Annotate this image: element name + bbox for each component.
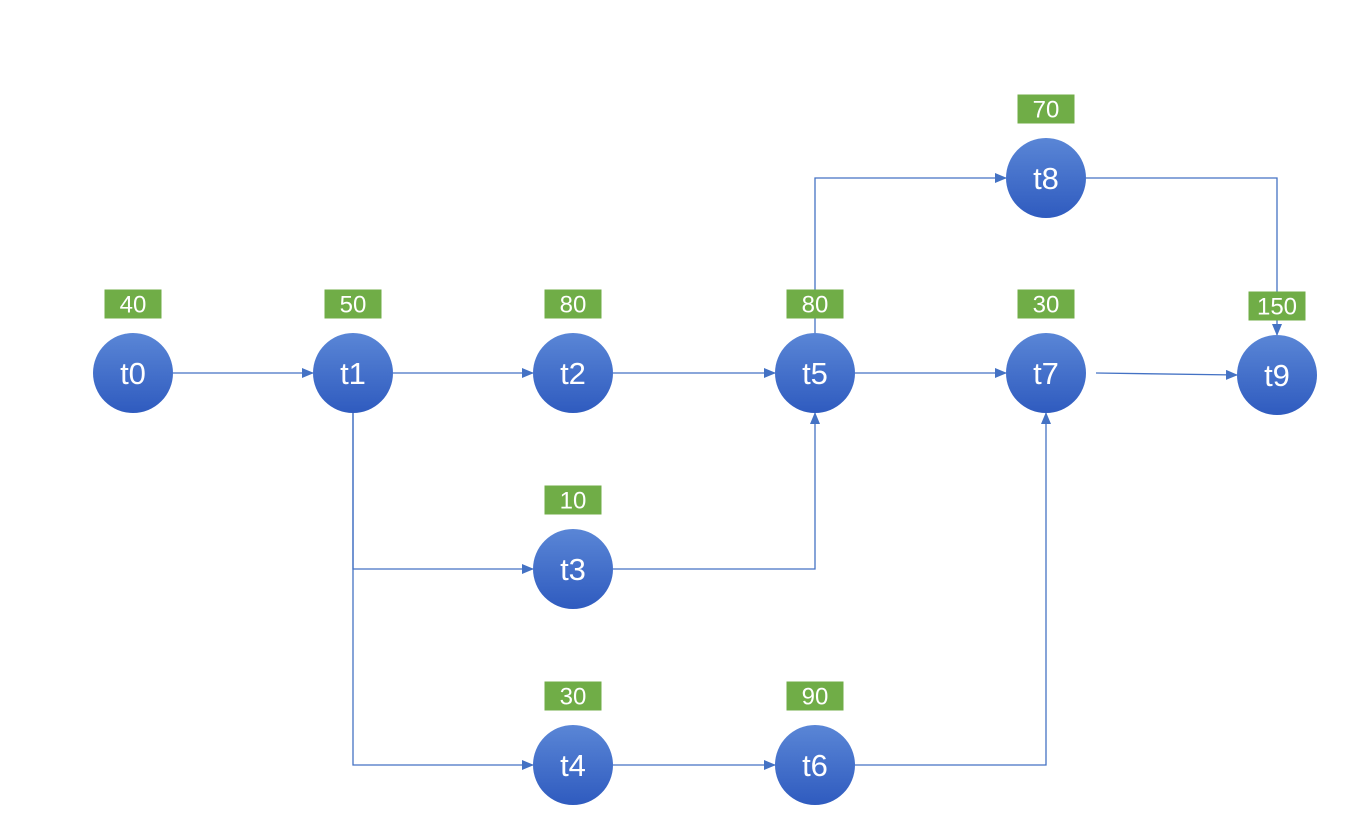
node-circle-t6[interactable] [775,725,855,805]
edge-t7-t9 [1095,369,1238,380]
edge-t1-t3 [352,413,534,574]
node-t8[interactable]: 70 t8 [1006,94,1086,219]
nodes-layer: 40 t0 50 t1 80 t2 10 t3 30 t4 80 t5 90 t6 30 t7 70 t8 150 t… [93,94,1317,806]
node-t9[interactable]: 150 t9 [1237,291,1317,416]
edges-layer [173,173,1282,770]
edge-t1-t4 [352,413,534,770]
weight-label-t1: 50 [340,292,367,319]
node-label-t2: t2 [560,356,586,391]
node-circle-t4[interactable] [533,725,613,805]
weight-label-t6: 90 [802,684,829,711]
node-label-t9: t9 [1264,358,1290,393]
weight-box-t9 [1248,291,1306,321]
node-circle-t7[interactable] [1006,333,1086,413]
weight-box-t0 [104,289,162,319]
node-t5[interactable]: 80 t5 [775,289,855,414]
weight-label-t3: 10 [560,488,587,515]
node-circle-t2[interactable] [533,333,613,413]
weight-label-t0: 40 [120,292,147,319]
node-circle-t1[interactable] [313,333,393,413]
weight-label-t2: 80 [560,292,587,319]
node-circle-t0[interactable] [93,333,173,413]
weight-box-t8 [1017,94,1075,124]
node-t6[interactable]: 90 t6 [775,681,855,806]
weight-box-t7 [1017,289,1075,319]
node-label-t3: t3 [560,552,586,587]
edge-t6-t7 [855,412,1051,766]
node-t1[interactable]: 50 t1 [313,289,393,414]
node-label-t0: t0 [120,356,146,391]
weight-label-t4: 30 [560,684,587,711]
weight-box-t5 [786,289,844,319]
node-label-t8: t8 [1033,161,1059,196]
node-t2[interactable]: 80 t2 [533,289,613,414]
node-circle-t9[interactable] [1237,335,1317,415]
weight-box-t2 [544,289,602,319]
weight-box-t1 [324,289,382,319]
weight-box-t4 [544,681,602,711]
node-t0[interactable]: 40 t0 [93,289,173,414]
node-t7[interactable]: 30 t7 [1006,289,1086,414]
node-t4[interactable]: 30 t4 [533,681,613,806]
weight-label-t5: 80 [802,292,829,319]
node-t3[interactable]: 10 t3 [533,485,613,610]
weight-box-t3 [544,485,602,515]
node-label-t1: t1 [340,356,366,391]
weight-label-t9: 150 [1257,294,1297,321]
node-circle-t3[interactable] [533,529,613,609]
edge-t3-t5 [613,412,820,570]
node-circle-t5[interactable] [775,333,855,413]
edge-t5-t8 [814,173,1007,333]
node-label-t4: t4 [560,748,586,783]
weight-box-t6 [786,681,844,711]
node-label-t6: t6 [802,748,828,783]
node-label-t7: t7 [1033,356,1059,391]
node-label-t5: t5 [802,356,828,391]
weight-label-t8: 70 [1033,97,1060,124]
weight-label-t7: 30 [1033,292,1060,319]
edge-t8-t9 [1086,177,1282,336]
node-circle-t8[interactable] [1006,138,1086,218]
